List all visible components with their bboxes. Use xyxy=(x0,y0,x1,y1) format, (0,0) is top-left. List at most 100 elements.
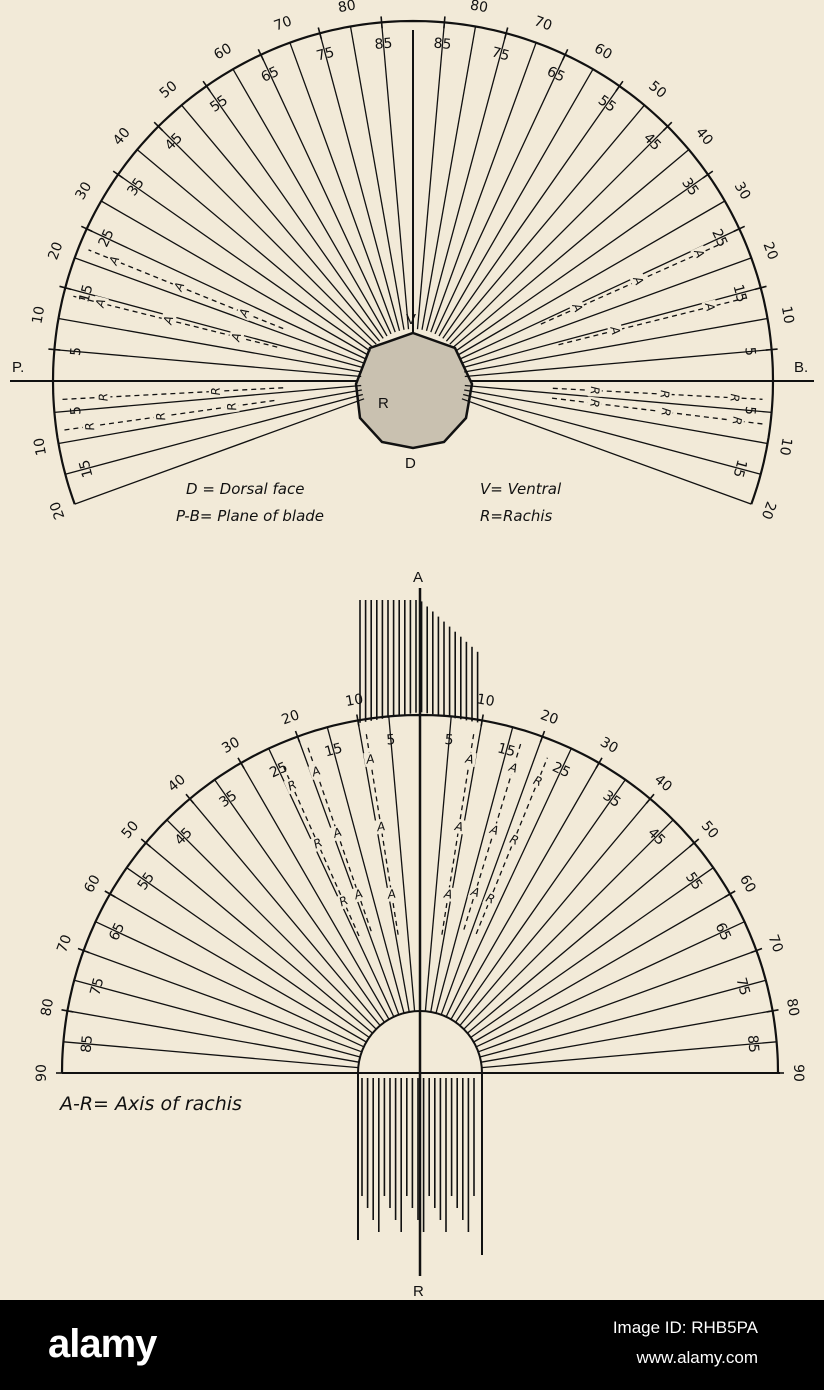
ray-mark: A xyxy=(464,751,475,766)
ray-mark: R xyxy=(658,407,673,417)
tick-label: 40 xyxy=(165,772,189,796)
legend-plane: P-B= Plane of blade xyxy=(176,507,324,525)
ray-mark: A xyxy=(351,886,364,902)
tick-label: 15 xyxy=(496,740,517,760)
radial-line xyxy=(430,720,483,1013)
tick-label: 55 xyxy=(595,92,619,115)
tick-label: 75 xyxy=(490,44,511,64)
ray-mark: A xyxy=(630,273,647,287)
radial-line xyxy=(296,736,400,1015)
tick-label: 85 xyxy=(744,1034,761,1053)
ray-mark: A xyxy=(309,763,322,779)
radial-line xyxy=(380,22,410,330)
radial-line xyxy=(58,317,362,373)
tick-label: 50 xyxy=(157,78,181,102)
radial-line xyxy=(464,348,772,378)
radial-line xyxy=(181,104,381,342)
tick-label: 30 xyxy=(731,179,754,202)
tick-label: 50 xyxy=(119,818,143,842)
tick-label: 55 xyxy=(135,870,158,894)
legend-ventral: V= Ventral xyxy=(480,480,562,498)
tick-label: 65 xyxy=(712,920,734,943)
tick-mark xyxy=(750,947,763,954)
tick-mark xyxy=(766,1009,779,1013)
tick-mark xyxy=(104,890,116,898)
radial-line xyxy=(424,716,452,1012)
ray-mark: A xyxy=(364,752,375,767)
tick-mark xyxy=(294,730,301,743)
tick-mark xyxy=(61,1009,74,1013)
radial-line-below xyxy=(54,384,362,414)
ray-mark: A xyxy=(569,300,586,314)
tick-label: 80 xyxy=(38,997,57,1017)
radial-line xyxy=(435,727,514,1014)
tick-mark xyxy=(59,285,72,291)
tick-label: 55 xyxy=(682,870,705,894)
tick-label-below: 5 xyxy=(68,405,85,415)
tick-label: 75 xyxy=(315,44,336,64)
ray-mark: A xyxy=(468,884,481,900)
radial-line xyxy=(136,149,374,349)
tick-label: 5 xyxy=(444,732,454,749)
ray-mark: R xyxy=(153,411,168,421)
tick-label: 10 xyxy=(778,305,797,325)
ray-mark-bg xyxy=(308,762,325,780)
tick-mark xyxy=(356,714,360,727)
tick-label: 20 xyxy=(280,707,302,728)
radial-line xyxy=(480,1010,773,1063)
radial-line xyxy=(349,26,405,330)
tick-label: 35 xyxy=(217,788,241,811)
ray-mark-bg xyxy=(384,886,399,903)
tick-mark xyxy=(202,80,211,92)
ray-mark: A xyxy=(106,254,122,268)
tick-label: 60 xyxy=(591,41,614,64)
site-url-text: www.alamy.com xyxy=(636,1348,758,1367)
radial-line xyxy=(430,42,537,333)
ray-mark-bg xyxy=(451,818,467,835)
ray-mark: A xyxy=(702,300,718,312)
ray-mark-bg xyxy=(363,751,378,768)
radial-line xyxy=(479,979,766,1058)
radial-line xyxy=(445,104,645,342)
tick-label-below: 10 xyxy=(776,436,795,456)
tick-label: 20 xyxy=(538,707,560,728)
tick-label: 85 xyxy=(79,1034,96,1053)
tick-label: 25 xyxy=(550,759,573,781)
dashed-ray xyxy=(558,296,748,346)
tick-label: 55 xyxy=(207,92,231,115)
tick-label: 90 xyxy=(34,1064,50,1082)
tick-label: 70 xyxy=(765,933,786,955)
ray-mark: R xyxy=(82,421,97,431)
radial-line xyxy=(240,762,390,1020)
tick-label: 50 xyxy=(698,818,722,842)
radial-line xyxy=(481,1041,777,1069)
ray-mark: A xyxy=(386,887,397,902)
ray-mark-bg xyxy=(505,759,522,777)
radial-line-below xyxy=(464,384,772,414)
ray-mark-bg xyxy=(329,824,346,842)
tick-mark xyxy=(595,757,603,769)
tick-mark xyxy=(153,121,164,132)
radial-line xyxy=(214,779,385,1023)
tick-mark xyxy=(443,16,446,29)
ray-mark-bg xyxy=(170,278,189,295)
radial-line xyxy=(478,949,757,1053)
radial-line xyxy=(440,736,544,1015)
tick-label: 70 xyxy=(272,13,294,34)
ray-mark-bg xyxy=(224,399,240,414)
ray-mark: A xyxy=(171,280,187,294)
radial-line xyxy=(145,842,373,1034)
radial-line xyxy=(100,200,369,356)
ray-mark-bg xyxy=(283,776,301,795)
radial-line xyxy=(421,26,477,330)
tick-label: 65 xyxy=(259,64,282,86)
tick-label: 75 xyxy=(87,976,107,997)
tick-label: 35 xyxy=(678,175,701,199)
ray-mark: R xyxy=(729,416,744,426)
tick-label: 5 xyxy=(386,732,396,749)
tick-label-below: 15 xyxy=(729,458,749,479)
radial-line-below xyxy=(464,389,768,445)
radial-line xyxy=(232,68,388,337)
radial-line xyxy=(54,348,362,378)
radial-line xyxy=(260,54,392,335)
